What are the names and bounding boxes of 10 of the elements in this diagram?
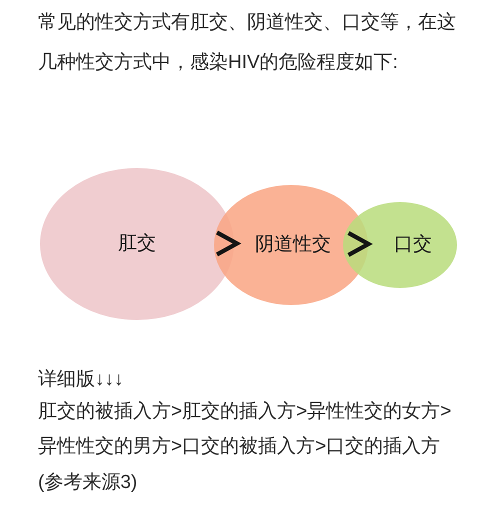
source-note: (参考来源3) (38, 471, 138, 495)
category-label: 肛交 (118, 232, 156, 256)
category-label: 口交 (394, 233, 432, 257)
chevron-arrow (216, 230, 242, 256)
category-label: 阴道性交 (255, 233, 331, 257)
chevron-arrow (347, 231, 373, 257)
detail-heading: 详细版↓↓↓ (38, 368, 124, 392)
intro-paragraph: 常见的性交方式有肛交、阴道性交、口交等，在这几种性交方式中，感染HIV的危险程度如下: (38, 11, 457, 75)
category-ellipse (343, 202, 457, 288)
ranking-text: 肛交的被插入方>肛交的插入方>异性性交的女方>异性性交的男方>口交的被插入方>口交的插入方 (38, 400, 452, 459)
